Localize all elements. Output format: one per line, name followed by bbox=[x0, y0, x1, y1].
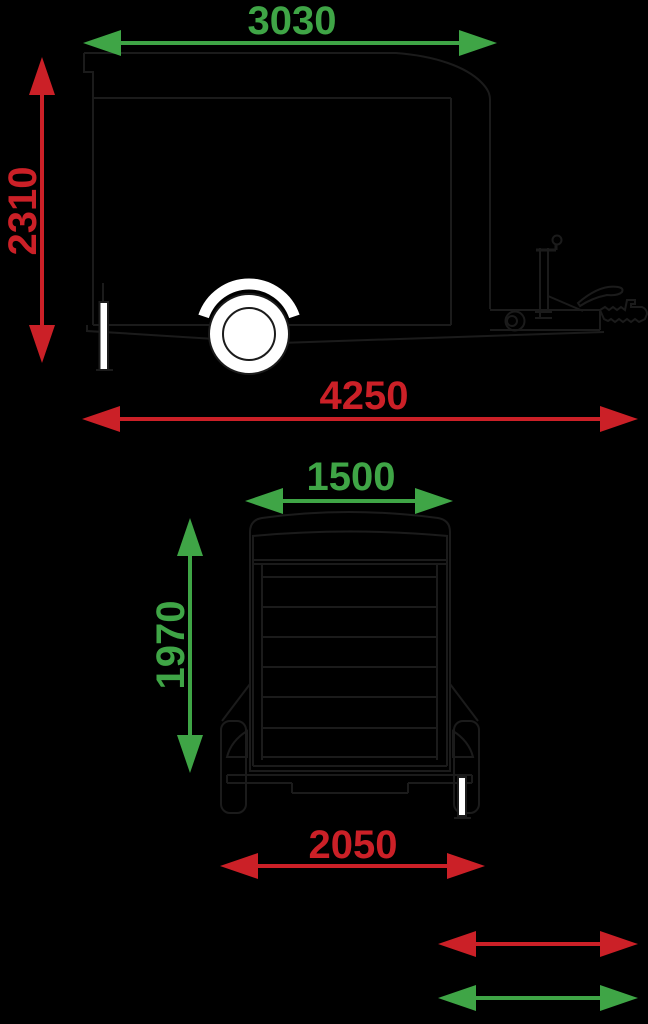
arrowhead-top bbox=[29, 57, 55, 95]
side-prop-stand bbox=[96, 283, 113, 371]
side-wheel bbox=[208, 293, 290, 375]
rear-header-lines bbox=[253, 559, 447, 565]
rear-inner-walls bbox=[252, 536, 448, 766]
dimension-inner-height: 1970 bbox=[149, 518, 203, 773]
arrowhead-right bbox=[459, 30, 497, 56]
legend-red-arrow bbox=[438, 931, 638, 957]
dimension-overall-length: 4250 bbox=[82, 374, 638, 432]
arrowhead-top bbox=[177, 518, 203, 556]
arrowhead-right bbox=[600, 406, 638, 432]
handbrake-lever bbox=[576, 285, 624, 308]
rear-left-fender bbox=[221, 683, 251, 722]
dimension-overall-height: 2310 bbox=[1, 57, 55, 363]
arrowhead-left bbox=[438, 931, 476, 957]
side-fender bbox=[198, 278, 300, 319]
rear-door-frame bbox=[261, 564, 438, 760]
side-left-edge bbox=[83, 53, 94, 325]
dimension-box-length: 3030 bbox=[83, 0, 497, 56]
rear-right-fender-gusset bbox=[452, 729, 475, 758]
side-tire bbox=[208, 293, 290, 375]
jockey-wheel-hub bbox=[506, 315, 518, 327]
side-rim bbox=[222, 307, 276, 361]
rear-roof-line bbox=[251, 530, 449, 537]
hitch-coupling bbox=[598, 299, 648, 324]
trailer-side-view bbox=[83, 52, 648, 375]
dimension-value: 1970 bbox=[149, 601, 193, 690]
side-roof-outline bbox=[84, 52, 491, 309]
rear-right-fender bbox=[449, 683, 479, 722]
arrowhead-left bbox=[220, 853, 258, 879]
rear-body-outline bbox=[249, 511, 451, 772]
drawbar-beam bbox=[490, 295, 601, 331]
dimension-value: 3030 bbox=[248, 0, 337, 43]
dimension-value: 4250 bbox=[320, 374, 409, 418]
dimension-value: 2050 bbox=[309, 823, 398, 867]
arrowhead-left bbox=[83, 30, 121, 56]
arrowhead-left bbox=[82, 406, 120, 432]
arrowhead-left bbox=[245, 488, 283, 514]
rear-bumper bbox=[226, 774, 473, 794]
rear-door-slats bbox=[262, 576, 437, 729]
rear-left-wheel bbox=[220, 720, 247, 814]
dimension-value: 2310 bbox=[1, 167, 45, 256]
dimension-value: 1500 bbox=[307, 455, 396, 499]
dimension-body-width: 1500 bbox=[245, 455, 453, 514]
arrowhead-left bbox=[438, 985, 476, 1011]
dimension-overall-width: 2050 bbox=[220, 823, 485, 879]
trailer-rear-view bbox=[220, 511, 480, 819]
rear-prop-stand bbox=[454, 776, 471, 819]
jockey-crank-knob bbox=[551, 234, 563, 246]
side-prop-bar bbox=[98, 301, 109, 371]
jockey-crank-handle bbox=[536, 244, 558, 252]
arrowhead-right bbox=[600, 985, 638, 1011]
jockey-post bbox=[535, 248, 552, 319]
legend-green-arrow bbox=[438, 985, 638, 1011]
rear-body-bottom bbox=[250, 765, 450, 772]
jockey-wheel bbox=[504, 310, 526, 332]
rear-left-fender-gusset bbox=[225, 729, 248, 758]
arrowhead-bottom bbox=[29, 325, 55, 363]
rear-prop-bar bbox=[457, 776, 467, 817]
arrowhead-right bbox=[600, 931, 638, 957]
side-chassis-skirt bbox=[86, 325, 605, 345]
arrowhead-right bbox=[415, 488, 453, 514]
arrowhead-right bbox=[447, 853, 485, 879]
arrowhead-bottom bbox=[177, 735, 203, 773]
